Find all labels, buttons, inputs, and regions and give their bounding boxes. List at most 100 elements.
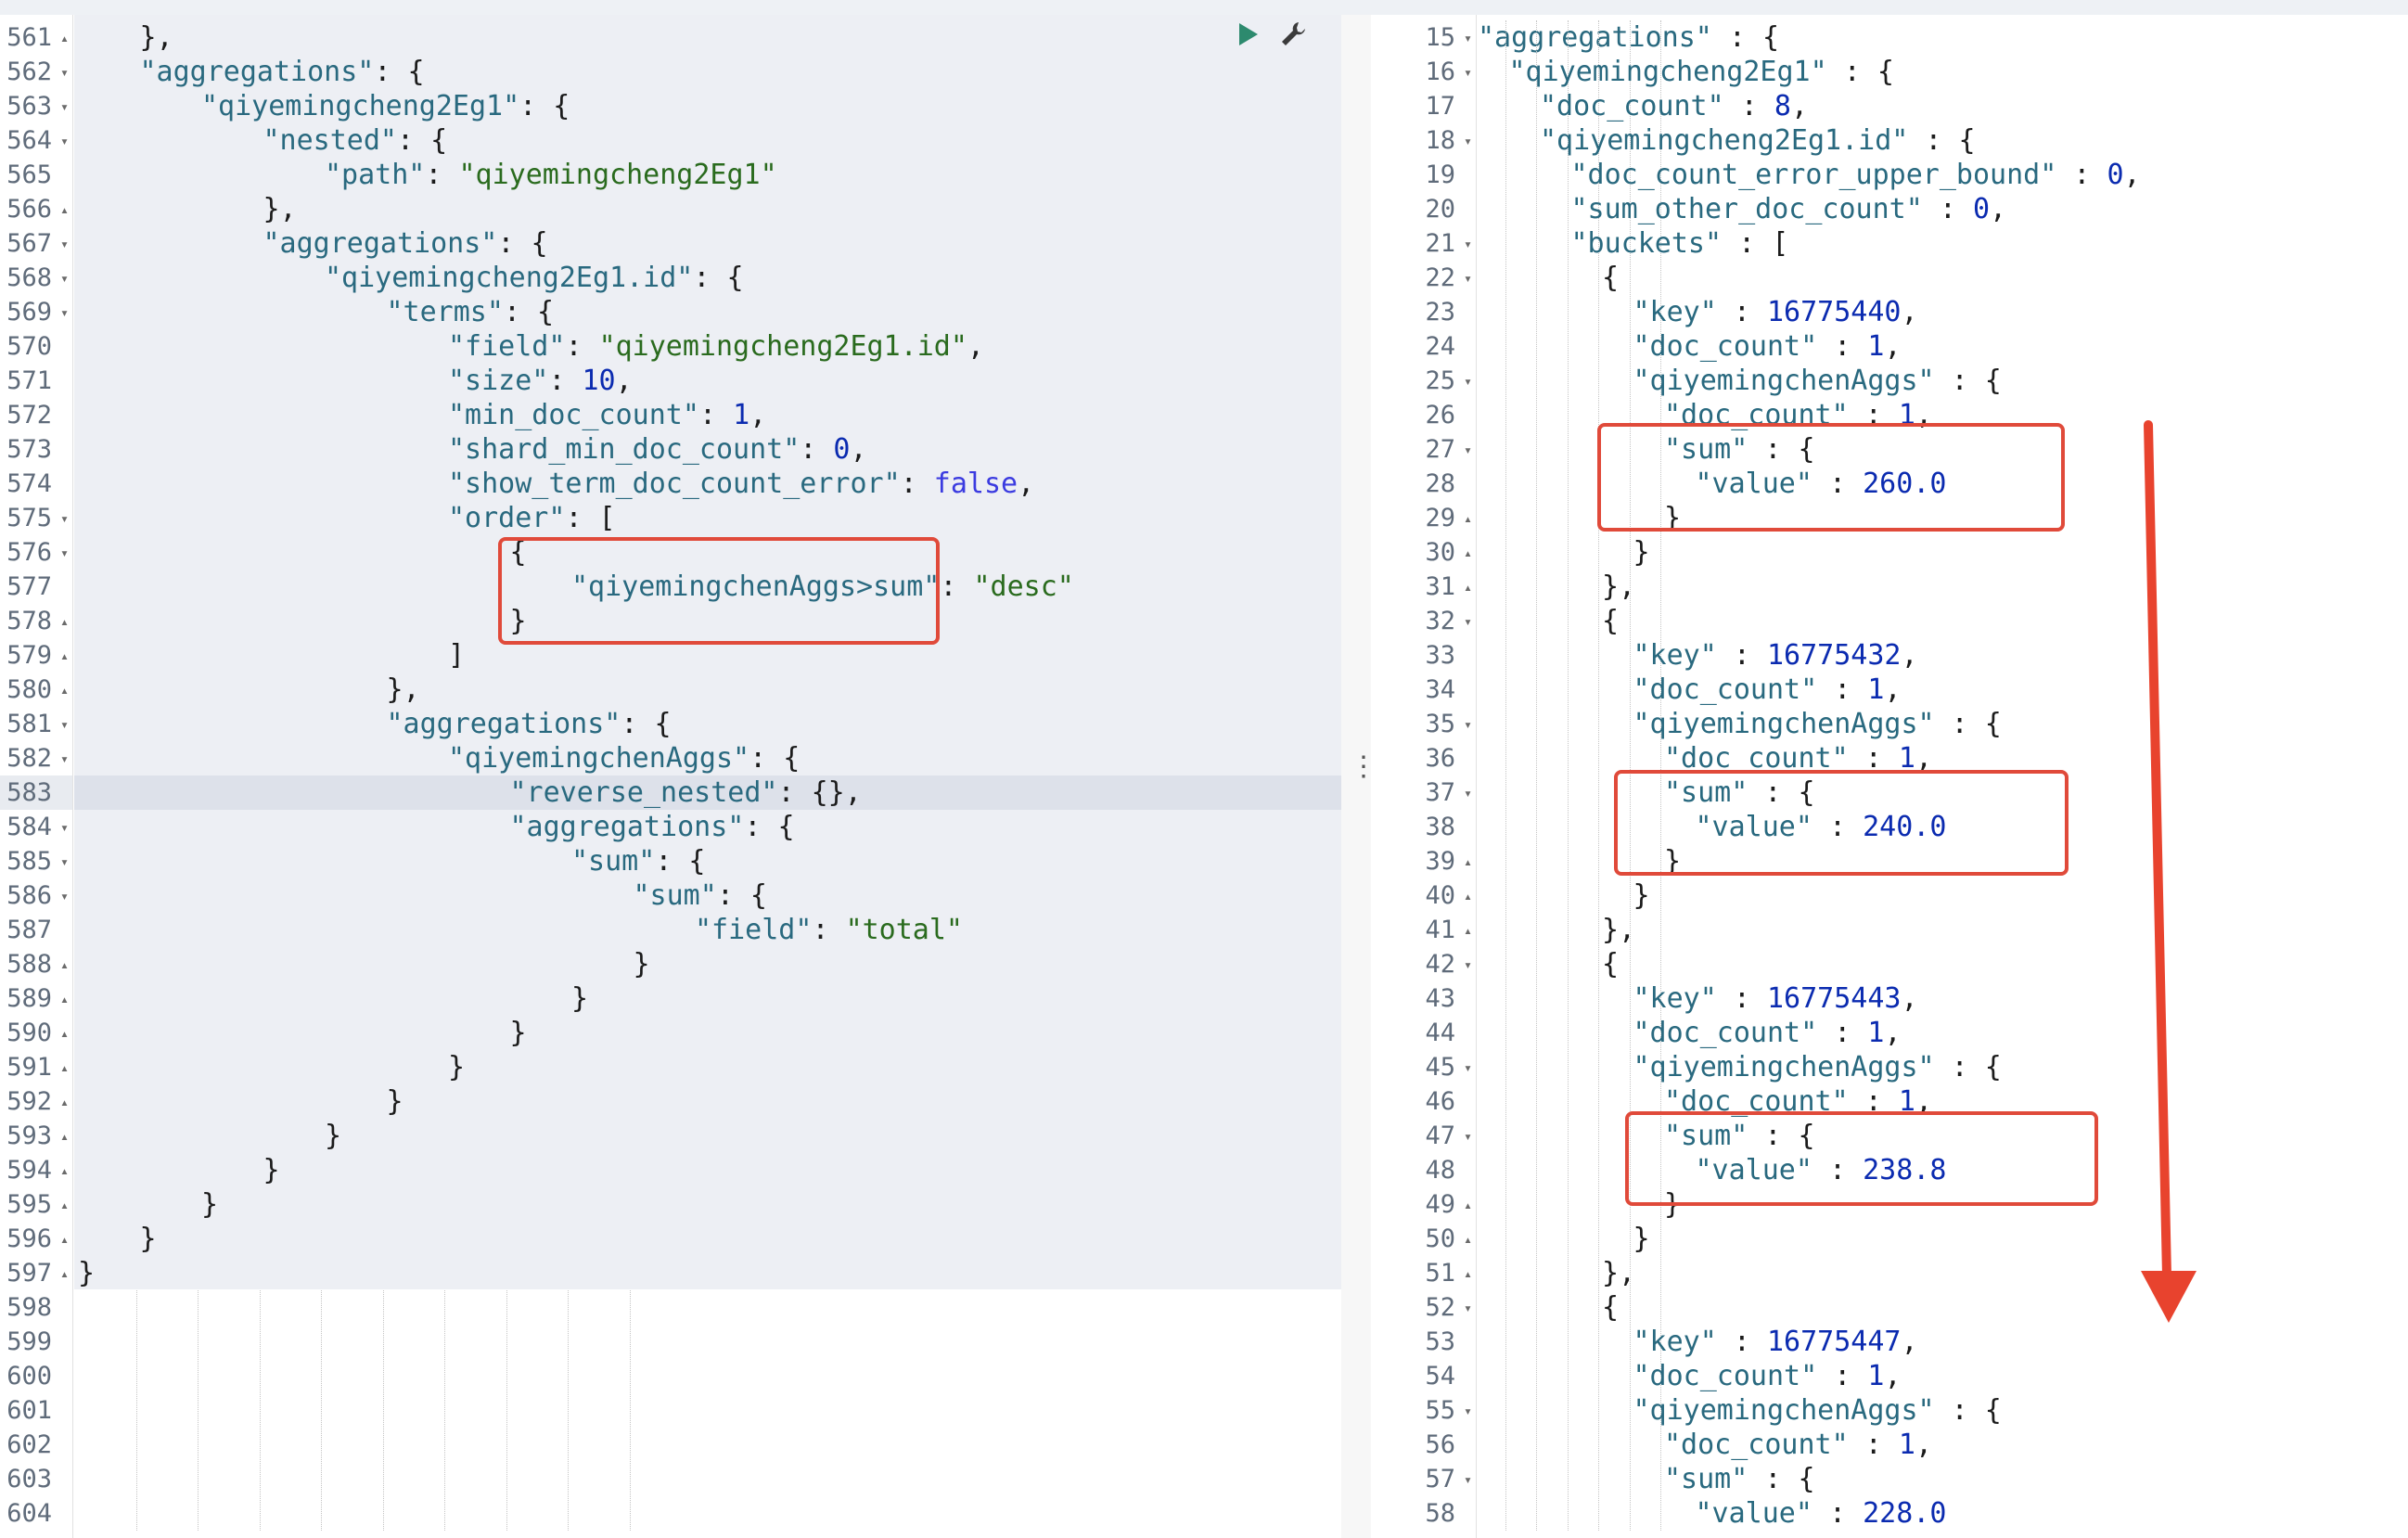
unfold-arrow-icon[interactable]: ▴ — [59, 1025, 69, 1042]
code-line[interactable]: "sum" : { — [1478, 432, 2405, 467]
fold-arrow-icon[interactable]: ▾ — [59, 545, 69, 561]
unfold-arrow-icon[interactable]: ▴ — [59, 30, 69, 46]
fold-arrow-icon[interactable]: ▾ — [1463, 236, 1472, 252]
code-line[interactable]: "terms": { — [74, 295, 1341, 329]
code-line[interactable]: "qiyemingcheng2Eg1": { — [74, 89, 1341, 123]
unfold-arrow-icon[interactable]: ▴ — [1463, 579, 1472, 596]
code-line[interactable] — [74, 1393, 1341, 1428]
unfold-arrow-icon[interactable]: ▴ — [59, 647, 69, 664]
code-line[interactable]: "size": 10, — [74, 364, 1341, 398]
code-line[interactable]: "doc_count" : 1, — [1478, 1359, 2405, 1393]
code-line[interactable]: "key" : 16775443, — [1478, 981, 2405, 1016]
code-line[interactable]: "key" : 16775447, — [1478, 1325, 2405, 1359]
code-line[interactable]: }, — [1478, 913, 2405, 947]
code-line[interactable]: "path": "qiyemingcheng2Eg1" — [74, 158, 1341, 192]
fold-arrow-icon[interactable]: ▾ — [1463, 1403, 1472, 1419]
fold-arrow-icon[interactable]: ▾ — [1463, 1128, 1472, 1145]
code-line[interactable]: "doc_count" : 1, — [1478, 1428, 2405, 1462]
code-line[interactable]: "order": [ — [74, 501, 1341, 535]
code-line[interactable]: "key" : 16775432, — [1478, 638, 2405, 673]
unfold-arrow-icon[interactable]: ▴ — [59, 1197, 69, 1213]
code-line[interactable]: "qiyemingcheng2Eg1.id": { — [74, 261, 1341, 295]
fold-arrow-icon[interactable]: ▾ — [59, 304, 69, 321]
fold-arrow-icon[interactable]: ▾ — [1463, 133, 1472, 149]
code-line[interactable]: "show_term_doc_count_error": false, — [74, 467, 1341, 501]
code-line[interactable]: "aggregations": { — [74, 707, 1341, 741]
fold-arrow-icon[interactable]: ▾ — [59, 64, 69, 81]
code-line[interactable]: "qiyemingchenAggs>sum": "desc" — [74, 570, 1341, 604]
fold-arrow-icon[interactable]: ▾ — [1463, 373, 1472, 390]
code-line[interactable]: "field": "qiyemingcheng2Eg1.id", — [74, 329, 1341, 364]
code-line[interactable]: } — [74, 604, 1341, 638]
fold-arrow-icon[interactable]: ▾ — [1463, 716, 1472, 733]
code-line[interactable]: "reverse_nested": {}, — [74, 775, 1341, 810]
fold-arrow-icon[interactable]: ▾ — [59, 819, 69, 836]
unfold-arrow-icon[interactable]: ▴ — [59, 682, 69, 699]
code-line[interactable]: "aggregations": { — [74, 226, 1341, 261]
fold-arrow-icon[interactable]: ▾ — [1463, 613, 1472, 630]
code-line[interactable]: { — [1478, 1290, 2405, 1325]
code-line[interactable]: }, — [74, 673, 1341, 707]
code-line[interactable]: "sum" : { — [1478, 1119, 2405, 1153]
code-line[interactable]: "value" : 238.8 — [1478, 1153, 2405, 1187]
code-line[interactable] — [74, 1428, 1341, 1462]
code-line[interactable]: }, — [74, 20, 1341, 55]
fold-arrow-icon[interactable]: ▾ — [59, 510, 69, 527]
code-line[interactable]: "field": "total" — [74, 913, 1341, 947]
code-line[interactable]: "aggregations": { — [74, 55, 1341, 89]
unfold-arrow-icon[interactable]: ▴ — [59, 1162, 69, 1179]
unfold-arrow-icon[interactable]: ▴ — [59, 1059, 69, 1076]
code-line[interactable]: "nested": { — [74, 123, 1341, 158]
code-line[interactable]: } — [74, 1084, 1341, 1119]
code-line[interactable]: { — [1478, 261, 2405, 295]
code-line[interactable]: } — [74, 1187, 1341, 1222]
fold-arrow-icon[interactable]: ▾ — [59, 716, 69, 733]
run-request-button[interactable] — [1234, 19, 1262, 49]
unfold-arrow-icon[interactable]: ▴ — [59, 956, 69, 973]
code-line[interactable]: } — [74, 981, 1341, 1016]
code-line[interactable]: "qiyemingchenAggs" : { — [1478, 364, 2405, 398]
unfold-arrow-icon[interactable]: ▴ — [59, 613, 69, 630]
code-line[interactable]: { — [1478, 947, 2405, 981]
code-line[interactable]: "sum" : { — [1478, 1462, 2405, 1496]
fold-arrow-icon[interactable]: ▾ — [1463, 1471, 1472, 1488]
code-line[interactable]: "sum": { — [74, 844, 1341, 878]
code-line[interactable]: "min_doc_count": 1, — [74, 398, 1341, 432]
pane-resize-handle[interactable] — [1341, 15, 1371, 1538]
code-line[interactable] — [74, 1462, 1341, 1496]
code-line[interactable]: "doc_count" : 1, — [1478, 1016, 2405, 1050]
code-line[interactable]: "sum" : { — [1478, 775, 2405, 810]
code-line[interactable]: "value" : 240.0 — [1478, 810, 2405, 844]
unfold-arrow-icon[interactable]: ▴ — [59, 1265, 69, 1282]
code-line[interactable]: "sum": { — [74, 878, 1341, 913]
code-line[interactable]: } — [1478, 1222, 2405, 1256]
code-line[interactable]: "sum_other_doc_count" : 0, — [1478, 192, 2405, 226]
code-line[interactable]: "qiyemingchenAggs" : { — [1478, 1050, 2405, 1084]
code-line[interactable]: ] — [74, 638, 1341, 673]
fold-arrow-icon[interactable]: ▾ — [1463, 1059, 1472, 1076]
code-line[interactable]: "qiyemingchenAggs" : { — [1478, 707, 2405, 741]
code-line[interactable]: } — [74, 1119, 1341, 1153]
code-line[interactable]: }, — [1478, 1256, 2405, 1290]
code-line[interactable]: "doc_count" : 8, — [1478, 89, 2405, 123]
code-line[interactable]: { — [74, 535, 1341, 570]
unfold-arrow-icon[interactable]: ▴ — [1463, 510, 1472, 527]
fold-arrow-icon[interactable]: ▾ — [1463, 64, 1472, 81]
unfold-arrow-icon[interactable]: ▴ — [1463, 1197, 1472, 1213]
unfold-arrow-icon[interactable]: ▴ — [1463, 922, 1472, 939]
code-line[interactable]: } — [1478, 501, 2405, 535]
code-line[interactable]: } — [1478, 844, 2405, 878]
code-line[interactable]: "doc_count" : 1, — [1478, 741, 2405, 775]
code-line[interactable]: "doc_count" : 1, — [1478, 329, 2405, 364]
code-line[interactable]: "aggregations": { — [74, 810, 1341, 844]
code-line[interactable]: "doc_count" : 1, — [1478, 673, 2405, 707]
fold-arrow-icon[interactable]: ▾ — [1463, 30, 1472, 46]
code-line[interactable] — [74, 1496, 1341, 1531]
fold-arrow-icon[interactable]: ▾ — [1463, 956, 1472, 973]
fold-arrow-icon[interactable]: ▾ — [59, 888, 69, 904]
fold-arrow-icon[interactable]: ▾ — [59, 98, 69, 115]
unfold-arrow-icon[interactable]: ▴ — [1463, 545, 1472, 561]
code-line[interactable]: } — [74, 1222, 1341, 1256]
code-line[interactable]: "value" : 228.0 — [1478, 1496, 2405, 1531]
